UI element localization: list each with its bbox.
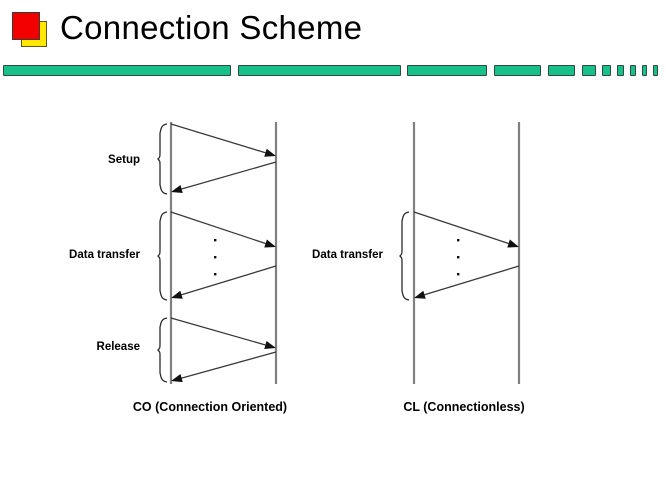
arrow-incoming bbox=[171, 351, 277, 383]
arrowhead-icon bbox=[171, 184, 183, 194]
arrow-outgoing bbox=[170, 123, 276, 157]
phase-brace bbox=[157, 211, 168, 301]
divider-segment bbox=[407, 65, 487, 76]
divider-segment bbox=[653, 65, 658, 76]
message-line bbox=[170, 317, 266, 346]
divider-segment bbox=[3, 65, 231, 76]
arrowhead-icon bbox=[414, 290, 426, 299]
arrow-outgoing bbox=[170, 317, 276, 350]
phase-label: Setup bbox=[108, 154, 140, 166]
arrowhead-icon bbox=[507, 239, 519, 248]
divider-segment bbox=[602, 65, 611, 76]
divider-segment bbox=[642, 65, 647, 76]
slide-header: Connection Scheme bbox=[0, 0, 666, 62]
arrow-incoming bbox=[171, 161, 277, 194]
phase-label: Release bbox=[97, 341, 140, 353]
phase-brace bbox=[399, 211, 410, 301]
arrowhead-icon bbox=[264, 239, 276, 248]
vertical-ellipsis bbox=[214, 239, 217, 276]
diagram-cl: Data transfer CL (Connectionless) bbox=[312, 122, 525, 414]
arrowhead-icon bbox=[171, 290, 183, 299]
phase-label: Data transfer bbox=[69, 249, 140, 261]
arrow-incoming bbox=[414, 265, 520, 299]
ellipsis-dot bbox=[214, 239, 217, 242]
phase-label: Data transfer bbox=[312, 249, 383, 261]
divider-segment bbox=[238, 65, 401, 76]
ellipsis-dot bbox=[457, 273, 460, 276]
message-line bbox=[181, 161, 277, 190]
message-line bbox=[181, 265, 277, 296]
ellipsis-dot bbox=[457, 239, 460, 242]
ellipsis-dot bbox=[457, 256, 460, 259]
diagram-caption: CL (Connectionless) bbox=[403, 400, 524, 414]
arrow-outgoing bbox=[413, 211, 519, 248]
divider-segment bbox=[617, 65, 624, 76]
ellipsis-dot bbox=[214, 273, 217, 276]
phase-brace bbox=[157, 317, 168, 383]
divider-segment bbox=[630, 65, 636, 76]
page-title: Connection Scheme bbox=[60, 9, 363, 46]
arrow-outgoing bbox=[170, 211, 276, 248]
ellipsis-dot bbox=[214, 256, 217, 259]
divider-segment bbox=[494, 65, 541, 76]
arrowhead-icon bbox=[171, 374, 183, 383]
message-line bbox=[424, 265, 520, 296]
divider-segment bbox=[548, 65, 575, 76]
message-line bbox=[181, 351, 277, 379]
phase-brace bbox=[157, 123, 168, 195]
red-yellow-squares-logo-icon bbox=[12, 12, 52, 50]
green-segmented-divider bbox=[0, 65, 666, 77]
arrowhead-icon bbox=[264, 340, 276, 350]
message-line bbox=[413, 211, 509, 245]
arrow-incoming bbox=[171, 265, 277, 299]
vertical-ellipsis bbox=[457, 239, 460, 276]
arrowhead-icon bbox=[264, 148, 276, 157]
logo-red-square bbox=[12, 12, 40, 40]
divider-segment bbox=[582, 65, 596, 76]
diagram-caption: CO (Connection Oriented) bbox=[133, 400, 287, 414]
message-line bbox=[170, 123, 266, 154]
message-line bbox=[170, 211, 266, 245]
